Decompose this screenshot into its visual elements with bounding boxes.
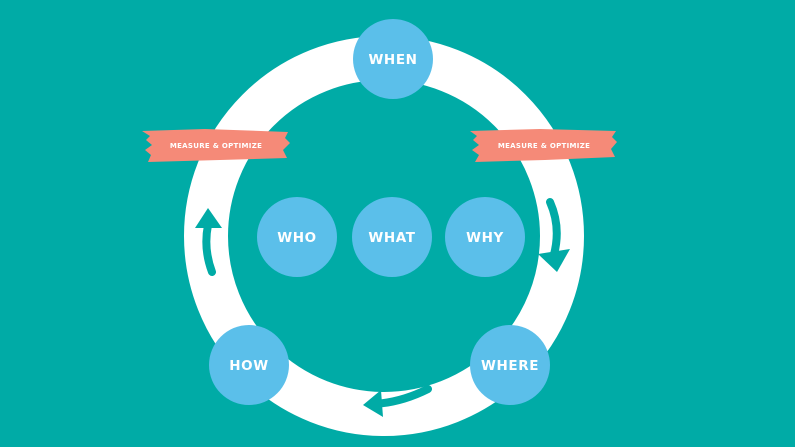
- node-why: WHY: [445, 197, 525, 277]
- curved-arrow-icon-left: [195, 208, 222, 276]
- node-when-label: WHEN: [368, 52, 417, 68]
- banner-left: MEASURE & OPTIMIZE: [142, 129, 290, 162]
- curved-arrow-icon-right: [538, 198, 570, 272]
- node-where-label: WHERE: [481, 358, 539, 374]
- node-where: WHERE: [470, 325, 550, 405]
- node-when: WHEN: [353, 19, 433, 99]
- node-why-label: WHY: [466, 230, 504, 246]
- banner-right-label: MEASURE & OPTIMIZE: [498, 142, 590, 150]
- node-who: WHO: [257, 197, 337, 277]
- banner-right: MEASURE & OPTIMIZE: [470, 129, 617, 162]
- node-what-label: WHAT: [368, 230, 415, 246]
- curved-arrow-icon-bottom: [363, 385, 432, 417]
- node-who-label: WHO: [277, 230, 316, 246]
- banner-left-label: MEASURE & OPTIMIZE: [170, 142, 262, 150]
- node-how: HOW: [209, 325, 289, 405]
- node-how-label: HOW: [229, 358, 268, 374]
- node-what: WHAT: [352, 197, 432, 277]
